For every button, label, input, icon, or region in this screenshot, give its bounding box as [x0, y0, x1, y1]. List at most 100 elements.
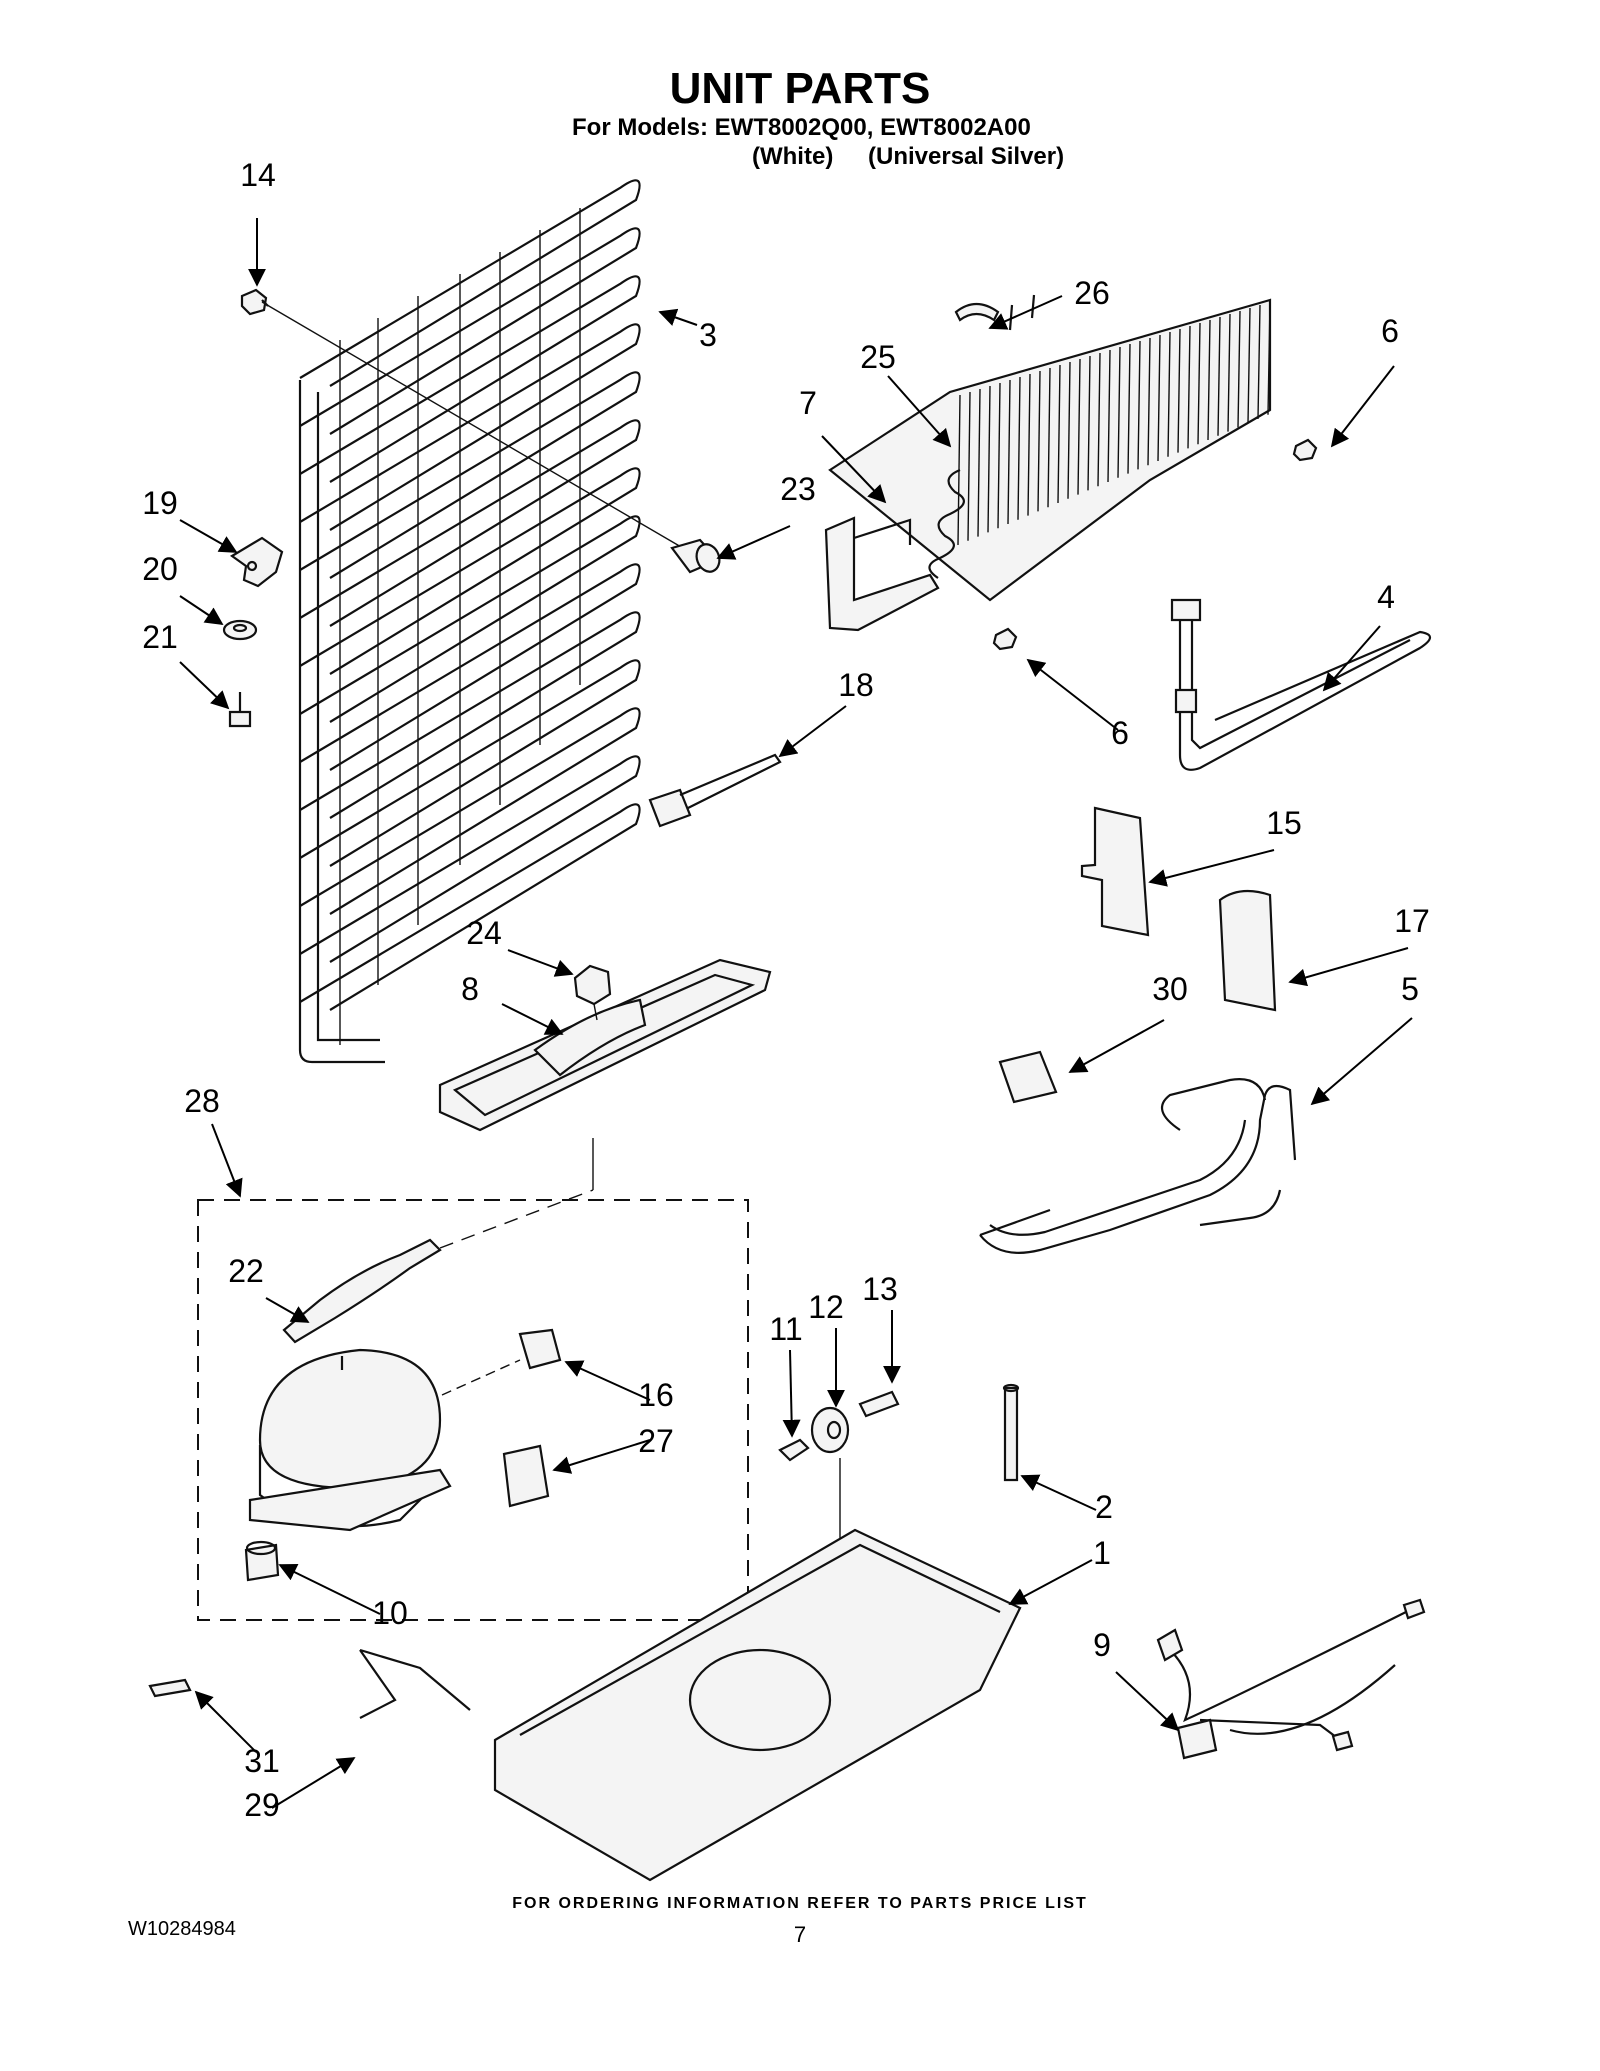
pin-2 — [1002, 1383, 1020, 1482]
leader-arrow-23 — [716, 525, 791, 560]
evaporator-fin — [1127, 343, 1131, 474]
leader-arrow-2 — [1020, 1474, 1097, 1511]
callout-25: 25 — [860, 339, 896, 375]
condenser-loop — [299, 707, 641, 915]
leader-arrow-19 — [179, 519, 238, 553]
leader-arrow-17 — [1288, 947, 1409, 987]
condenser-loop — [299, 371, 641, 579]
callout-4: 4 — [1377, 579, 1395, 615]
tubing-5 — [979, 1078, 1297, 1254]
callout-23: 23 — [780, 471, 816, 507]
condenser-loop — [299, 755, 641, 963]
callout-18: 18 — [838, 667, 874, 703]
evaporator-fin — [1207, 319, 1211, 441]
callout-21: 21 — [142, 619, 178, 655]
evaporator-fin — [1107, 349, 1111, 483]
condenser-loop — [299, 323, 641, 531]
callout-7: 7 — [799, 385, 817, 421]
leader-arrow-16 — [564, 1360, 651, 1401]
leader-arrow-10 — [278, 1564, 381, 1615]
compressor-grommet-10 — [244, 1540, 280, 1582]
condenser-loop — [299, 515, 641, 723]
callout-11: 11 — [769, 1311, 802, 1347]
leader-arrow-28 — [211, 1123, 243, 1198]
evaporator-fin — [1137, 340, 1141, 470]
callout-1: 1 — [1093, 1535, 1111, 1571]
evaporator-fin — [1147, 337, 1151, 466]
cable-tie-18 — [648, 753, 782, 828]
evaporator-fin — [1077, 358, 1081, 495]
evaporator-fin — [1087, 355, 1091, 491]
mounting-bracket-7 — [824, 516, 940, 632]
spacer-23 — [670, 538, 721, 574]
leader-arrow-3 — [658, 308, 698, 326]
grommet-24 — [573, 964, 612, 1021]
condenser-loop — [299, 179, 641, 387]
evaporator-fin — [1217, 316, 1221, 436]
screw-6-bottom — [992, 627, 1018, 651]
evaporator-fin — [1247, 307, 1251, 424]
callout-28: 28 — [184, 1083, 220, 1119]
callout-13: 13 — [862, 1271, 898, 1307]
callout-16: 16 — [638, 1377, 674, 1413]
callout-6b: 6 — [1111, 715, 1129, 751]
leader-arrow-30 — [1068, 1019, 1165, 1073]
condenser-loop — [299, 659, 641, 867]
leader-arrow-29 — [271, 1757, 356, 1809]
leader-arrow-24 — [507, 949, 574, 977]
evaporator-fin — [987, 385, 991, 533]
document-number: W10284984 — [128, 1918, 236, 1940]
evaporator-fin — [977, 388, 981, 537]
evaporator-fin — [1067, 361, 1071, 499]
leader-arrow-22 — [265, 1297, 310, 1323]
leader-arrow-6b — [1026, 658, 1119, 731]
bracket-19 — [229, 536, 284, 588]
wire-29 — [359, 1648, 471, 1719]
evaporator-fin — [1167, 331, 1171, 457]
clip-26 — [954, 302, 1000, 322]
callout-19: 19 — [142, 485, 178, 521]
callout-14: 14 — [240, 157, 276, 193]
callout-15: 15 — [1266, 805, 1302, 841]
condenser-loop — [299, 467, 641, 675]
callout-26: 26 — [1074, 275, 1110, 311]
callout-24: 24 — [466, 915, 502, 951]
evaporator-fin — [1267, 301, 1271, 415]
insulation-pad-17 — [1218, 889, 1277, 1012]
base-pan-1 — [493, 1528, 1022, 1882]
condenser-loop — [299, 275, 641, 483]
condenser-coil — [298, 179, 641, 1064]
drain-pan-8 — [438, 958, 772, 1190]
leader-arrow-20 — [179, 595, 224, 625]
evaporator-fin — [1117, 346, 1121, 478]
evaporator-fin — [1057, 364, 1061, 504]
compressor-assembly-28-box — [197, 1199, 749, 1621]
callout-31: 31 — [244, 1743, 280, 1779]
model-color-silver: (Universal Silver) — [868, 143, 1065, 170]
leader-arrow-31 — [194, 1690, 257, 1753]
evaporator-fin — [1027, 373, 1031, 516]
evaporator-fin — [1257, 304, 1261, 420]
leader-arrow-8 — [501, 1003, 564, 1035]
clip-11 — [778, 1438, 810, 1462]
page-number: 7 — [793, 1922, 807, 1947]
leader-arrow-25 — [887, 375, 952, 448]
leader-arrow-26 — [988, 295, 1063, 330]
condenser-loop — [299, 611, 641, 819]
wire-harness-9 — [1156, 1598, 1426, 1760]
screw-14 — [240, 288, 701, 559]
evaporator-fin — [967, 391, 971, 541]
condenser-loop — [299, 419, 641, 627]
condenser-loop — [299, 803, 641, 1011]
evaporator-fin — [1227, 313, 1231, 432]
leader-arrow-11 — [782, 1349, 801, 1438]
insulation-pad-30 — [998, 1050, 1058, 1104]
clip-31 — [148, 1678, 192, 1698]
callout-27: 27 — [638, 1423, 674, 1459]
callout-30: 30 — [1152, 971, 1188, 1007]
leader-arrow-1 — [1008, 1559, 1093, 1605]
evaporator — [828, 294, 1272, 602]
overload-27 — [502, 1444, 550, 1508]
callout-3: 3 — [699, 317, 717, 353]
